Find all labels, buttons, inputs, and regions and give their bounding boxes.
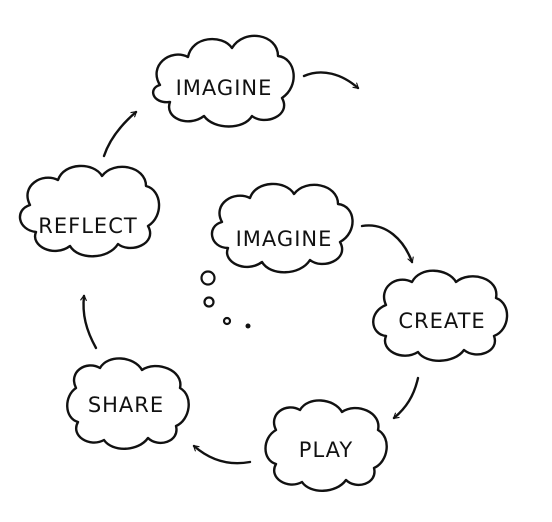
node-label: PLAY	[299, 438, 353, 462]
cloud-shape	[66, 357, 190, 450]
arrow-share-to-reflect	[80, 294, 98, 350]
thought-bubble-small	[222, 316, 232, 326]
node-label: SHARE	[88, 393, 164, 417]
cloud-shape	[372, 269, 509, 362]
node-reflect: REFLECT	[18, 164, 161, 258]
arrow-imagine-to-create	[360, 224, 414, 264]
cloud-shape	[264, 399, 388, 492]
arrow-create-to-play	[392, 376, 420, 420]
node-imagine-top: IMAGINE	[151, 34, 295, 128]
cloud-shape	[18, 164, 161, 258]
node-create: CREATE	[372, 269, 509, 362]
arrow-play-to-share	[192, 444, 252, 465]
thought-bubble-medium	[203, 296, 215, 308]
cloud-shape	[210, 182, 354, 274]
node-label: IMAGINE	[176, 76, 273, 100]
node-label: CREATE	[398, 309, 485, 333]
node-imagine-center: IMAGINE	[210, 182, 354, 274]
cloud-shape	[151, 34, 295, 128]
thought-bubble-large	[200, 270, 216, 286]
arrow-imagine-top-to-outside	[302, 71, 360, 90]
node-play: PLAY	[264, 399, 388, 492]
thought-bubbles	[200, 270, 251, 329]
arrow-reflect-to-imagine	[102, 110, 138, 158]
node-share: SHARE	[66, 357, 190, 450]
node-label: REFLECT	[38, 214, 137, 238]
node-label: IMAGINE	[236, 227, 333, 251]
thought-bubble-dot	[245, 323, 251, 329]
